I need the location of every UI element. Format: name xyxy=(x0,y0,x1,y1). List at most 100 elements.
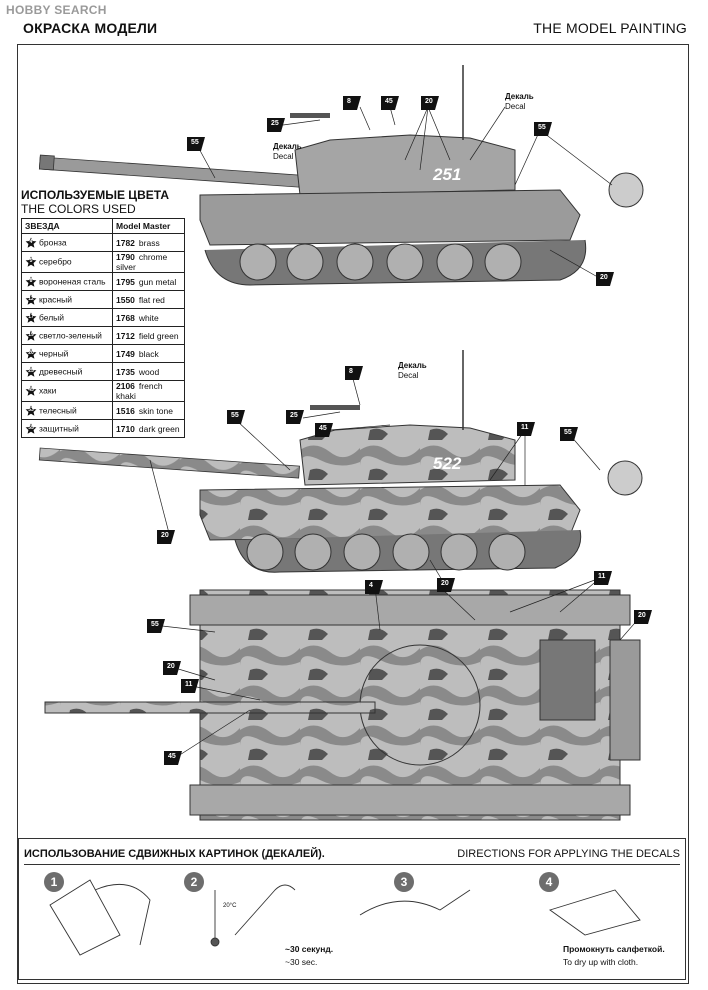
colors-table-header: ЗВЕЗДА Model Master xyxy=(21,218,185,234)
colors-title-en: THE COLORS USED xyxy=(21,202,136,216)
color-code: 1768 xyxy=(116,312,135,323)
color-en: french khaki xyxy=(116,381,163,401)
title-en: THE MODEL PAINTING xyxy=(533,20,687,36)
color-code: 1782 xyxy=(116,237,135,248)
callout-20: 20 xyxy=(163,661,181,675)
step-4-badge: 4 xyxy=(539,872,559,892)
color-code: 1795 xyxy=(116,276,135,287)
title-ru: ОКРАСКА МОДЕЛИ xyxy=(23,20,158,36)
callout-20: 20 xyxy=(596,272,614,286)
callout-55: 55 xyxy=(187,137,205,151)
step-1-badge: 1 xyxy=(44,872,64,892)
color-code: 1712 xyxy=(116,330,135,341)
color-ru: черный xyxy=(39,347,69,358)
color-ru: бронза xyxy=(39,236,67,247)
color-ru: серебро xyxy=(39,256,72,267)
tank-top-view xyxy=(44,589,641,821)
callout-55: 55 xyxy=(147,619,165,633)
color-en: wood xyxy=(138,366,160,377)
time-ru: ~30 секунд. xyxy=(285,944,334,954)
star-icon: 53 xyxy=(25,405,37,417)
star-icon: 45 xyxy=(25,385,37,397)
star-icon: 4 xyxy=(25,237,37,249)
color-ru: белый xyxy=(39,311,65,322)
tank-side-view-2 xyxy=(38,350,643,573)
decals-directions-box xyxy=(18,838,686,980)
callout-25: 25 xyxy=(286,410,304,424)
color-ru: светло-зеленый xyxy=(39,329,102,340)
callout-20: 20 xyxy=(421,96,439,110)
callout-55: 55 xyxy=(227,410,245,424)
main-frame xyxy=(17,44,689,984)
star-icon: 5 xyxy=(25,256,37,268)
star-icon: 25 xyxy=(25,366,37,378)
color-en: skin tone xyxy=(138,405,173,416)
callout-20: 20 xyxy=(437,578,455,592)
decal-label-ru-1: Декаль xyxy=(505,92,534,101)
callout-11: 11 xyxy=(517,422,535,436)
step-2-badge: 2 xyxy=(184,872,204,892)
decal-label-en-3: Decal xyxy=(398,371,419,380)
decal-label-en-1: Decal xyxy=(505,102,526,111)
callout-8: 8 xyxy=(343,96,361,110)
callout-11: 11 xyxy=(181,679,199,693)
color-code: 1790 xyxy=(116,252,135,262)
decal-label-ru-2: Декаль xyxy=(273,142,302,151)
time-en: ~30 sec. xyxy=(285,957,318,967)
color-en: field green xyxy=(138,330,179,341)
callout-45: 45 xyxy=(164,751,182,765)
color-en: gun metal xyxy=(138,276,177,287)
tank-number-522: 522 xyxy=(433,454,462,473)
color-ru: древесный xyxy=(39,365,83,376)
cloth-en: To dry up with cloth. xyxy=(563,957,639,967)
star-icon: 12 xyxy=(25,294,37,306)
callout-20: 20 xyxy=(157,530,175,544)
color-en: dark green xyxy=(138,423,180,434)
color-ru: защитный xyxy=(39,422,79,433)
color-en: brass xyxy=(138,237,160,248)
step-3-badge: 3 xyxy=(394,872,414,892)
callout-4: 4 xyxy=(365,580,383,594)
decal-steps-art xyxy=(49,879,641,956)
color-code: 1550 xyxy=(116,294,135,305)
temperature-label: 20°C xyxy=(223,903,237,909)
cloth-ru: Промокнуть салфеткой. xyxy=(563,944,665,954)
decal-label-ru-3: Декаль xyxy=(398,361,427,370)
tank-number-251: 251 xyxy=(433,165,462,184)
star-icon: 20 xyxy=(25,348,37,360)
color-ru: вороненая сталь xyxy=(39,275,106,286)
color-code: 2106 xyxy=(116,381,135,391)
tank-side-view-1 xyxy=(38,65,644,286)
star-icon: 55 xyxy=(25,423,37,435)
decal-label-en-2: Decal xyxy=(273,152,294,161)
color-en: white xyxy=(138,312,159,323)
col-star: ЗВЕЗДА xyxy=(21,218,113,234)
